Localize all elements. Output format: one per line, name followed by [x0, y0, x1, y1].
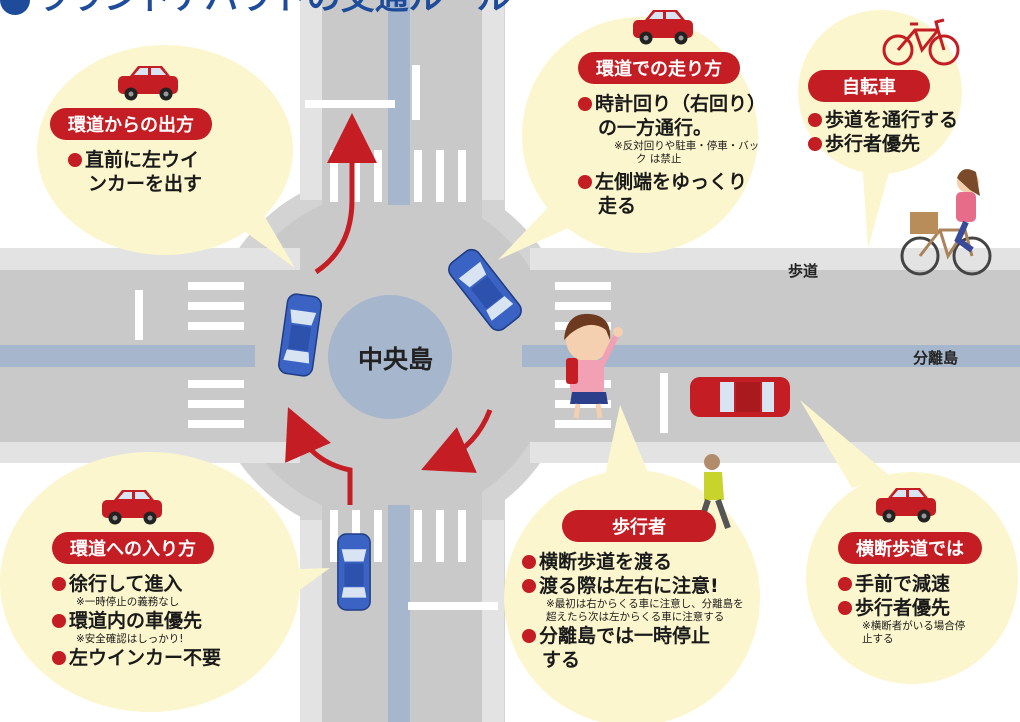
bullet-icon — [522, 555, 536, 569]
cyclist-icon — [900, 169, 992, 276]
car-icon — [337, 533, 371, 611]
panel-bicycle: 自転車 歩道を通行する 歩行者優先 — [808, 70, 958, 156]
median-left — [0, 345, 255, 367]
arrow-icon — [314, 113, 377, 275]
median-right — [545, 345, 1020, 367]
bullet-icon — [52, 651, 66, 665]
page-title: ラウンドアバウトの交通ルール — [0, 0, 511, 18]
panel-heading: 環道からの出方 — [50, 108, 212, 140]
sidewalk-label: 歩道 — [788, 262, 819, 280]
arrow-icon — [285, 407, 353, 505]
bullet-icon — [522, 629, 536, 643]
center-island-label: 中央島 — [358, 345, 434, 374]
panel-pedestrian: 歩行者 横断歩道を渡る 渡る際は左右に注意! ※最初は右からくる車に注意し、分離… — [522, 510, 744, 672]
bullet-icon — [578, 175, 592, 189]
central-island — [328, 295, 452, 419]
bullet-icon — [0, 0, 30, 15]
bullet-icon — [52, 577, 66, 591]
title-text: ラウンドアバウトの交通ルール — [36, 0, 511, 18]
panel-heading: 環道への入り方 — [52, 532, 214, 564]
panel-crosswalk: 横断歩道では 手前で減速 歩行者優先 ※横断者がいる場合停 止する — [838, 532, 982, 646]
panel-driving: 環道での走り方 時計回り（右回り） の一方通行。 ※反対回りや駐車・停車・バッ … — [578, 52, 766, 218]
bullet-icon — [68, 153, 82, 167]
bullet-icon — [52, 614, 66, 628]
bullet-icon — [808, 137, 822, 151]
girl-pedestrian-icon — [564, 313, 623, 419]
bicycle-icon — [882, 18, 960, 66]
bullet-icon — [578, 97, 592, 111]
panel-entry: 環道への入り方 徐行して進入 ※一時停止の義務なし 環道内の車優先 ※安全確認は… — [52, 532, 221, 670]
bullet-icon — [838, 577, 852, 591]
bullet-icon — [808, 113, 822, 127]
bullet-icon — [522, 579, 536, 593]
arrow-icon — [421, 409, 493, 473]
panel-heading: 環道での走り方 — [578, 52, 740, 84]
bullet-icon — [838, 601, 852, 615]
median-label: 分離島 — [913, 349, 959, 367]
panel-exit: 環道からの出方 直前に左ウイ ンカーを出す — [50, 108, 212, 196]
panel-heading: 自転車 — [808, 70, 930, 102]
median-bottom — [388, 505, 410, 722]
car-icon — [690, 377, 790, 417]
panel-heading: 横断歩道では — [838, 532, 982, 564]
median-top — [388, 0, 410, 205]
panel-heading: 歩行者 — [562, 510, 716, 542]
